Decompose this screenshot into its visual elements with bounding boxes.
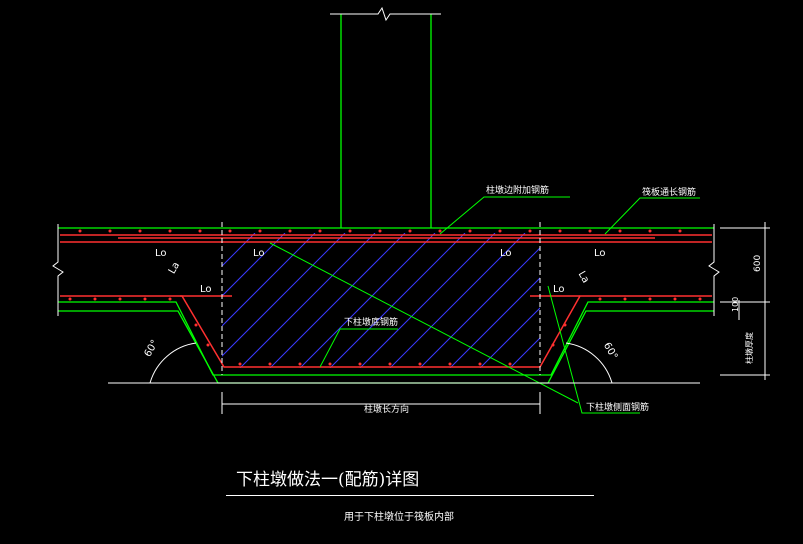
dim-pier-1: 100: [731, 297, 740, 312]
dim-raft-thickness: 600: [753, 255, 763, 272]
pier-hatch: [222, 233, 540, 368]
drawing-subtitle: 用于下柱墩位于筏板内部: [344, 512, 454, 523]
column-break-mark: [330, 6, 441, 22]
raft-break-marks: [52, 224, 720, 316]
label-side-bar: 下柱墩侧面钢筋: [586, 401, 649, 413]
label-raft-long-bar: 筏板通长钢筋: [642, 186, 696, 198]
rebar-dots: [68, 229, 702, 366]
diagram-labels: 柱墩边附加钢筋 筏板通长钢筋 下柱墩底钢筋 柱墩长方向 下柱墩侧面钢筋 Lo L…: [143, 184, 763, 415]
rebars: [60, 234, 712, 368]
label-bottom-bar: 下柱墩底钢筋: [344, 316, 398, 328]
leader-lines: [269, 196, 700, 414]
dimension-right: [720, 222, 770, 380]
column: [340, 14, 432, 228]
label-angle-left: 60°: [143, 338, 161, 359]
label-angle-right: 60°: [601, 341, 619, 362]
label-lo-5: Lo: [200, 284, 212, 295]
label-lo-6: Lo: [553, 284, 565, 295]
label-lo-3: Lo: [500, 248, 512, 259]
angle-marks: [108, 342, 700, 384]
label-column-direction: 柱墩长方向: [364, 403, 409, 415]
label-lo-2: Lo: [253, 248, 265, 259]
label-lo-4: Lo: [594, 248, 606, 259]
pier-dashed-lines: [221, 222, 541, 375]
title-underline: [226, 495, 594, 496]
dimension-column-direction: [221, 392, 541, 414]
label-la-left: La: [167, 260, 182, 276]
label-la-right: La: [576, 270, 591, 286]
label-lo-1: Lo: [155, 248, 167, 259]
drawing-title: 下柱墩做法一(配筋)详图: [236, 470, 420, 490]
label-column-extra-bar: 柱墩边附加钢筋: [486, 184, 549, 196]
dim-pier-2: 柱墩厚度: [744, 332, 754, 364]
